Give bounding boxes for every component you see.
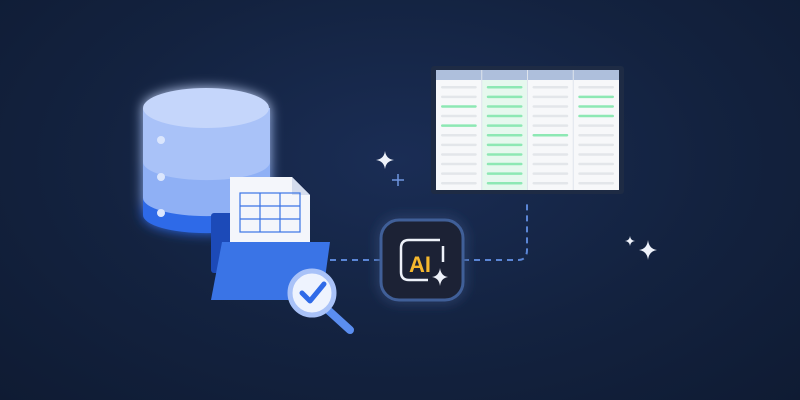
table-cell	[441, 172, 477, 175]
table-cell	[578, 105, 614, 108]
spreadsheet-document-icon	[230, 177, 310, 245]
table-cell	[532, 105, 569, 108]
sparkles	[376, 151, 657, 260]
sparkle-icon	[392, 174, 404, 186]
table-cell	[532, 162, 569, 166]
table-cell	[578, 182, 614, 185]
table-cell	[532, 143, 569, 147]
table-cell	[441, 114, 477, 118]
table-cell	[486, 124, 523, 127]
table-cell	[578, 124, 614, 127]
ai-sparkle-icon: AI	[379, 218, 465, 302]
table-cell	[486, 182, 523, 185]
table-cell	[578, 143, 614, 147]
table-cell	[441, 86, 477, 89]
table-cell	[441, 143, 477, 147]
table-cell	[441, 124, 477, 127]
table-cell	[578, 86, 614, 89]
table-cell	[532, 86, 569, 89]
table-cell	[532, 124, 569, 127]
table-cell	[441, 105, 477, 108]
table-cell	[486, 95, 523, 99]
magnifier-check-icon	[287, 268, 354, 334]
table-cell	[486, 143, 523, 147]
table-cell	[486, 172, 523, 175]
table-cell	[486, 153, 523, 156]
table-cell	[441, 162, 477, 166]
table-cell	[441, 95, 477, 99]
table-cell	[441, 153, 477, 156]
sparkle-icon	[639, 240, 657, 260]
connector-lines	[330, 200, 528, 261]
ai-label: AI	[409, 252, 431, 277]
table-cell	[532, 172, 569, 175]
table-cell	[532, 114, 569, 118]
table-cell	[532, 95, 569, 99]
table-cell	[578, 153, 614, 156]
table-cell	[578, 162, 614, 166]
table-cell	[441, 134, 477, 137]
table-cell	[532, 182, 569, 185]
sparkle-icon	[625, 236, 635, 246]
table-cell	[578, 172, 614, 175]
table-cell	[578, 134, 614, 137]
sparkle-icon	[376, 151, 394, 169]
table-cell	[578, 95, 614, 99]
table-cell	[486, 134, 523, 137]
table-cell	[486, 86, 523, 89]
table-cell	[532, 134, 569, 137]
table-cell	[486, 105, 523, 108]
table-cell	[441, 182, 477, 185]
table-cell	[578, 114, 614, 118]
data-table	[431, 66, 624, 194]
table-cell	[532, 153, 569, 156]
table-cell	[486, 162, 523, 166]
table-cell	[486, 114, 523, 118]
